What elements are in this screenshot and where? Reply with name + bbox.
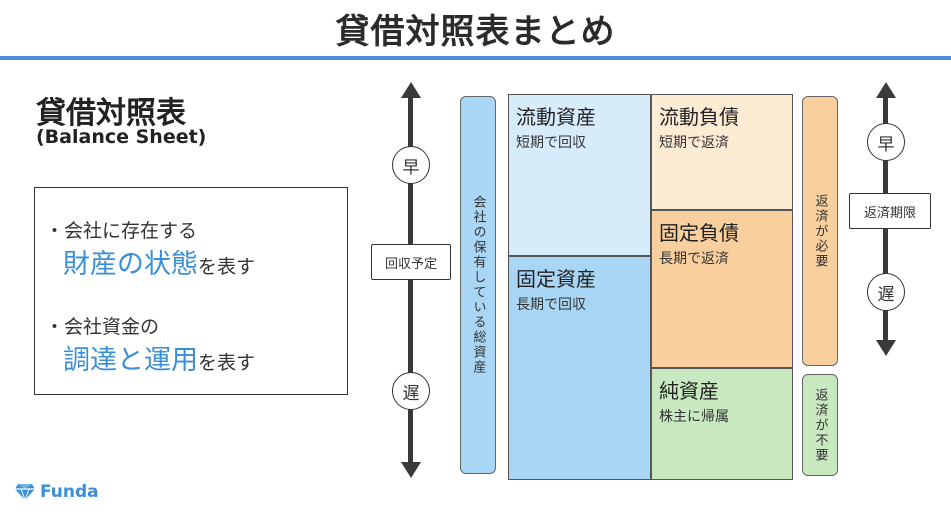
repayment-not-required-pill: 返済が不要 xyxy=(802,374,838,476)
left-early-circle: 早 xyxy=(392,146,430,184)
right-late-circle: 遅 xyxy=(867,273,905,311)
point-2-prefix: ・会社資金の xyxy=(45,316,160,338)
description-box: ・会社に存在する 財産の状態を表す ・会社資金の 調達と運用を表す xyxy=(34,187,348,395)
fixed-liabilities-title: 固定負債 xyxy=(659,221,739,245)
repayment-deadline-label: 返済期限 xyxy=(849,193,931,229)
left-arrow-shaft xyxy=(408,96,413,464)
balance-sheet-subheading: (Balance Sheet) xyxy=(36,126,207,148)
title-divider xyxy=(0,56,951,60)
fixed-assets-subtitle: 長期で回収 xyxy=(516,297,586,313)
fixed-liabilities-subtitle: 長期で返済 xyxy=(659,251,729,267)
brand-name: Funda xyxy=(40,482,99,502)
point-1-suffix: を表す xyxy=(198,256,256,278)
point-1-prefix: ・会社に存在する xyxy=(45,220,198,242)
fixed-assets-title: 固定資産 xyxy=(516,267,596,291)
repayment-required-pill: 返済が必要 xyxy=(802,96,838,366)
equity-cell: 純資産 株主に帰属 xyxy=(651,368,793,480)
repayment-not-required-label: 返済が不要 xyxy=(812,387,828,463)
left-arrow-down-head xyxy=(401,462,421,478)
total-assets-pill: 会社の保有している総資産 xyxy=(460,96,496,474)
funda-logo: Funda xyxy=(14,482,99,502)
point-2-body: 調達と運用を表す xyxy=(63,338,255,377)
right-arrow-up-head xyxy=(876,82,896,98)
point-1-body: 財産の状態を表す xyxy=(63,242,255,281)
current-liabilities-subtitle: 短期で返済 xyxy=(659,135,729,151)
fixed-assets-cell: 固定資産 長期で回収 xyxy=(508,256,651,480)
current-liabilities-cell: 流動負債 短期で返済 xyxy=(651,94,793,210)
fixed-liabilities-cell: 固定負債 長期で返済 xyxy=(651,210,793,368)
current-assets-title: 流動資産 xyxy=(516,105,596,129)
page-title: 貸借対照表まとめ xyxy=(335,12,616,52)
current-assets-subtitle: 短期で回収 xyxy=(516,135,586,151)
point-2-highlight: 調達と運用 xyxy=(63,345,198,376)
diamond-icon xyxy=(15,484,35,501)
equity-subtitle: 株主に帰属 xyxy=(659,409,729,425)
current-assets-cell: 流動資産 短期で回収 xyxy=(508,94,651,256)
balance-sheet-heading: 貸借対照表 xyxy=(36,96,186,131)
collection-schedule-label: 回収予定 xyxy=(371,244,451,280)
repayment-required-label: 返済が必要 xyxy=(812,193,828,269)
left-arrow-up-head xyxy=(401,82,421,98)
total-assets-label: 会社の保有している総資産 xyxy=(470,195,486,375)
point-1-highlight: 財産の状態 xyxy=(63,249,198,280)
current-liabilities-title: 流動負債 xyxy=(659,105,739,129)
right-early-circle: 早 xyxy=(867,123,905,161)
equity-title: 純資産 xyxy=(659,379,719,403)
point-2-suffix: を表す xyxy=(198,352,256,374)
right-arrow-down-head xyxy=(876,340,896,356)
left-late-circle: 遅 xyxy=(392,372,430,410)
